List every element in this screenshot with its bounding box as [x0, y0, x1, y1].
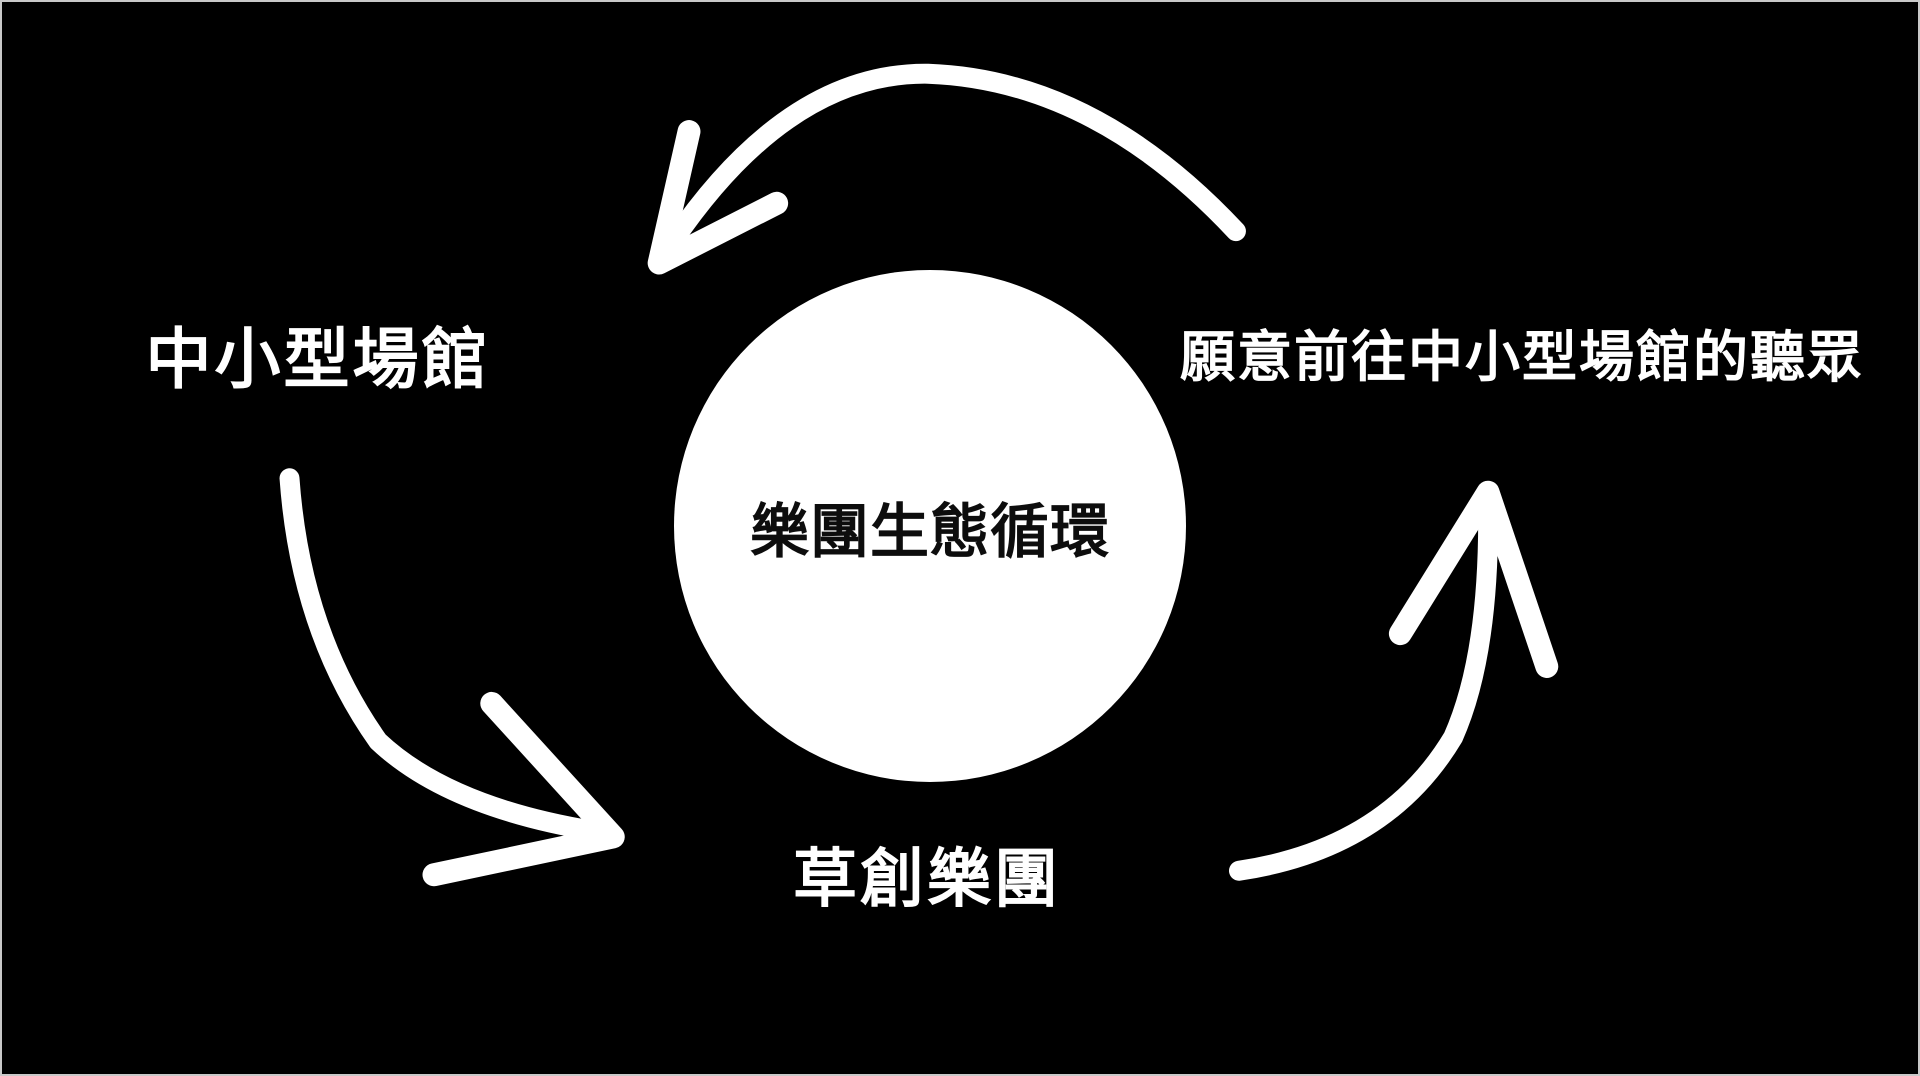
- arrow-bands-to-audience-icon: [1228, 480, 1559, 881]
- node-label-bands: 草創樂團: [793, 844, 1061, 915]
- arrow-venues-to-bands-icon: [279, 468, 625, 887]
- center-circle: 樂團生態循環: [674, 270, 1186, 782]
- node-label-audience: 願意前往中小型場館的聽眾: [1179, 327, 1865, 388]
- arrow-audience-to-venues-icon: [647, 63, 1246, 275]
- node-label-venues: 中小型場館: [145, 324, 491, 397]
- center-circle-label: 樂團生態循環: [749, 498, 1110, 565]
